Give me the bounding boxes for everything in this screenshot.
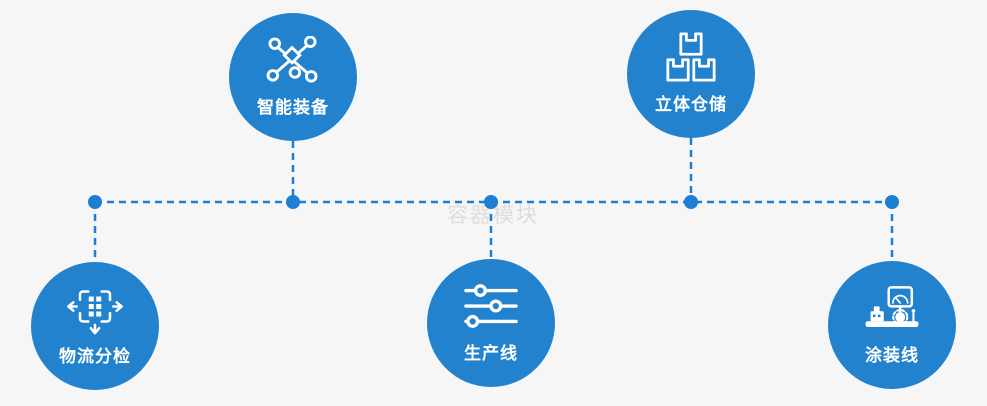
sorting-arrows-icon [65,283,125,335]
node-label: 智能装备 [257,98,329,117]
diagram-node-vertical-warehouse[interactable]: 立体仓储 [627,10,755,138]
diagram-node-smart-equipment[interactable]: 智能装备 [229,13,357,141]
connector-dot [286,195,300,209]
node-label: 生产线 [464,344,518,363]
stacked-boxes-icon [665,31,717,83]
diagram-node-logistics-sorting[interactable]: 物流分检 [31,262,159,390]
connector-dot [885,195,899,209]
node-label: 立体仓储 [655,95,727,114]
machine-monitor-icon [859,282,925,334]
network-nodes-icon [266,34,320,86]
connector-dot [484,195,498,209]
node-label: 涂装线 [865,346,919,365]
diagram-node-painting-line[interactable]: 涂装线 [828,261,956,389]
diagram-node-production-line[interactable]: 生产线 [427,259,555,387]
sliders-icon [464,280,518,332]
connector-dot [88,195,102,209]
connector-dot [684,195,698,209]
node-label: 物流分检 [59,347,131,366]
